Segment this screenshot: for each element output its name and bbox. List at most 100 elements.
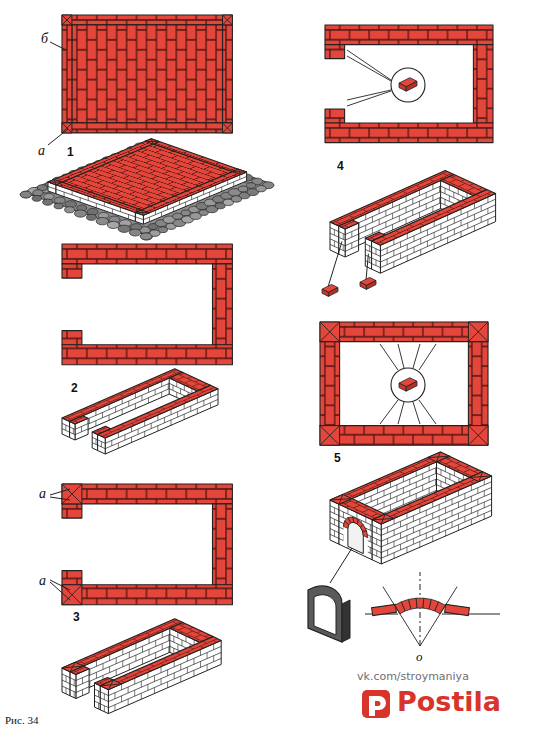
wall-top [320,426,488,446]
cross-mark [320,426,340,446]
brick-joint [186,636,187,642]
brick-front [399,383,406,391]
brick-joint [439,198,440,204]
brick-joint [157,415,158,420]
wall-top [62,484,232,504]
brick-joint [400,544,401,550]
brick-joint [394,553,395,559]
stone [107,221,119,228]
brick-joint [122,409,123,414]
brick-joint [343,234,344,240]
course-line [70,427,75,430]
figure-caption: Рис. 34 [4,715,39,726]
wall-top [62,331,82,345]
brick-joint [432,524,433,530]
brick-joint [168,647,169,653]
brick-joint [365,214,366,220]
wall-side [92,432,97,451]
cross-mark [141,210,143,215]
wall-top [62,15,232,25]
corner-half-brick [320,426,340,446]
brick-joint [394,530,395,536]
brick-joint [458,502,459,508]
cross-mark [62,123,72,133]
stone [129,229,141,236]
stone [256,186,266,192]
brick-joint [440,224,441,230]
brick-joint [426,522,427,528]
brick-joint [128,215,129,220]
brick-joint [461,231,462,237]
course-line [372,531,381,535]
stone [118,225,130,232]
cross-mark [468,426,488,446]
wall-top [98,385,218,438]
cross-mark [320,322,340,342]
brick-joint [124,435,125,440]
brick-joint [454,218,455,224]
stone [247,183,256,189]
course-line [365,261,371,264]
brick-joint [161,679,162,685]
brick-joint [118,432,119,437]
brick-joint [440,470,441,476]
brick-joint [406,207,407,213]
brick-joint [221,187,222,192]
cross-mark [468,322,488,342]
corner-half-brick [330,494,352,504]
brick-joint [464,516,465,522]
brick-joint [334,230,335,236]
wall-top [62,123,232,133]
wall-top [62,264,82,278]
brick-joint [147,684,148,690]
brick-joint [407,256,408,262]
brick-joint [414,247,415,253]
brick-joint [134,690,135,696]
brick-joint [102,412,103,417]
brick-joint [104,706,105,712]
brick-joint [406,196,407,202]
brick-joint [467,223,468,229]
brick-joint [406,218,407,224]
brick-joint [161,381,162,386]
cross-mark [479,472,483,482]
wall-side [372,241,381,273]
brick-joint [364,493,365,499]
brick-joint [142,646,143,652]
course-line [330,523,339,527]
brick-joint [477,511,478,517]
door-frame [308,586,342,642]
stone [20,191,32,198]
brick-joint [109,667,110,673]
brick-joint [334,531,335,537]
brick-joint [184,385,185,390]
detail-circle [391,368,425,402]
brick-joint [200,661,201,667]
brick-joint [95,421,96,426]
brick-joint [187,667,188,673]
brick-joint [82,678,83,684]
course-line [48,187,56,190]
brick-joint [74,680,75,686]
brick-joint [403,488,404,494]
wall-top [62,244,232,264]
course-line [62,680,70,684]
corner-half-brick [62,123,72,133]
brick-joint [379,208,380,214]
brick-joint [458,490,459,496]
brick-joint [393,262,394,268]
brick-joint [474,203,475,209]
brick-joint [343,245,344,251]
brick-joint [98,703,99,709]
leader-line [50,580,70,600]
brick-joint [121,696,122,702]
brick-joint [458,513,459,519]
brick-joint [168,635,169,641]
brick-joint [80,198,81,203]
brick-side [406,81,417,91]
arch-brick [360,525,366,532]
brick-joint [365,225,366,231]
brick-joint [65,425,66,430]
course-line [108,646,221,695]
brick-joint [351,232,352,238]
